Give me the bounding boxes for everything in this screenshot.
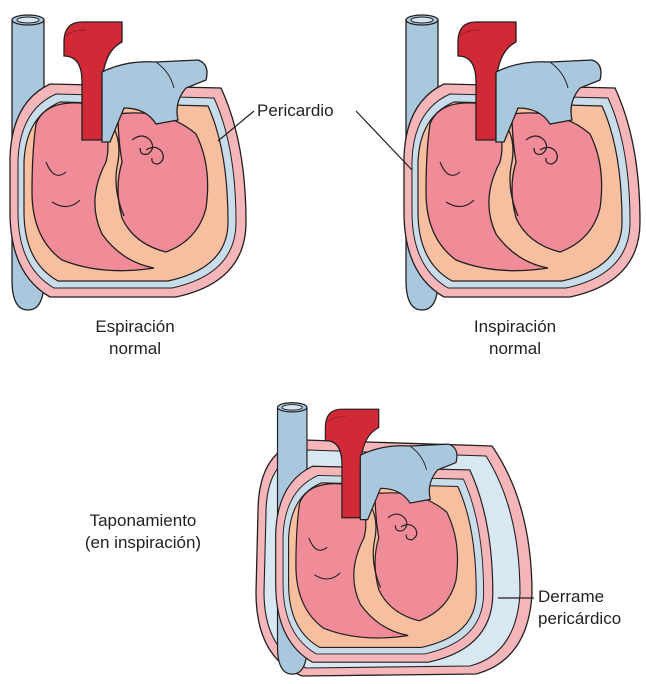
inspiration-label: Inspiración normal bbox=[455, 316, 575, 360]
inspiration-line1: Inspiración bbox=[474, 317, 556, 336]
tamponade-line2: (en inspiración) bbox=[85, 533, 201, 552]
expiration-line2: normal bbox=[109, 339, 161, 358]
tamponade-line1: Taponamiento bbox=[90, 511, 197, 530]
heart-expiration bbox=[10, 15, 246, 310]
pericardium-text: Pericardio bbox=[257, 101, 334, 120]
effusion-line2: pericárdico bbox=[538, 609, 621, 628]
tamponade-label: Taponamiento (en inspiración) bbox=[58, 510, 228, 554]
pericardium-leader-right bbox=[356, 111, 412, 170]
effusion-line1: Derrame bbox=[538, 587, 604, 606]
expiration-label: Espiración normal bbox=[75, 316, 195, 360]
pericardium-label: Pericardio bbox=[257, 100, 334, 122]
inspiration-line2: normal bbox=[489, 339, 541, 358]
heart-tamponade bbox=[256, 403, 532, 676]
effusion-label: Derrame pericárdico bbox=[538, 586, 621, 630]
expiration-line1: Espiración bbox=[95, 317, 174, 336]
heart-inspiration bbox=[404, 15, 640, 310]
